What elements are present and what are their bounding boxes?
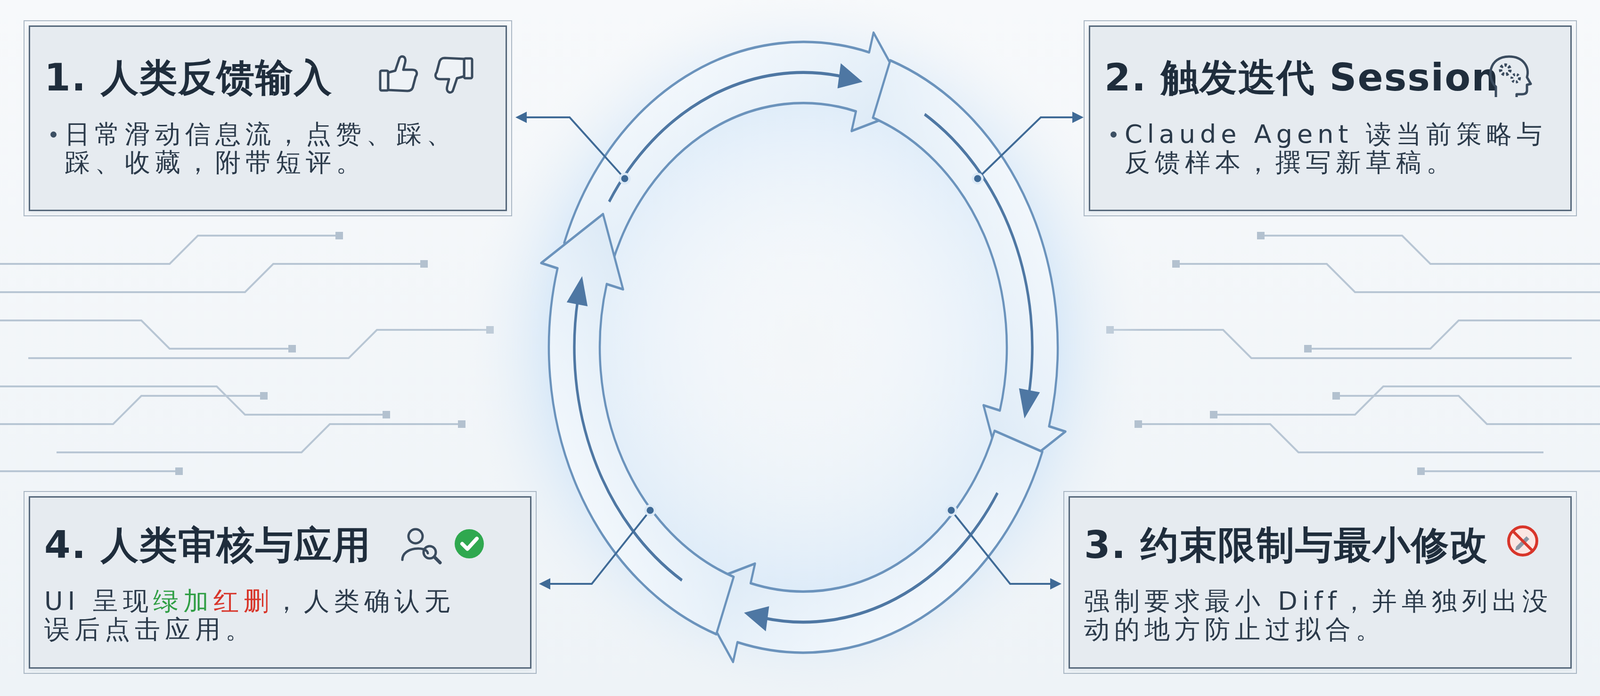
step-box: 3. 约束限制与最小修改强制要求最小 Diff，并单独列出没动的地方防止过拟合。 — [1068, 496, 1572, 669]
head-outline — [1490, 56, 1531, 98]
leader-dot — [972, 173, 983, 184]
highlight-text: 绿加 — [153, 586, 214, 616]
no-slash — [1512, 530, 1533, 551]
thumb-cuff — [464, 58, 473, 79]
circuit-trace — [1260, 235, 1600, 264]
step-box: 1. 人类反馈输入日常滑动信息流，点赞、踩、踩、收藏，附带短评。 — [28, 25, 507, 212]
circuit-trace — [0, 386, 387, 415]
ring-arrow — [564, 32, 915, 264]
step-title: 4. 人类审核与应用 — [44, 523, 372, 567]
reviewer-icon — [402, 529, 441, 563]
highlight-text: 红删 — [213, 586, 274, 616]
brain-gear-icon — [1490, 56, 1531, 98]
step-description: 强制要求最小 Diff，并单独列出没动的地方防止过拟合。 — [1084, 587, 1560, 644]
bullet-dot — [50, 131, 57, 138]
leader-dots — [620, 173, 983, 515]
step-title: 1. 人类反馈输入 — [44, 56, 333, 99]
ring-arrow — [541, 213, 735, 635]
person-head — [408, 529, 423, 544]
inner-arrow — [743, 492, 998, 632]
magnifier-handle — [434, 556, 441, 563]
gear — [1511, 74, 1520, 82]
check-circle — [454, 529, 484, 559]
circuit-trace — [0, 320, 293, 349]
check-icon — [454, 529, 484, 559]
thumbs-down-icon — [435, 57, 473, 93]
step-title: 3. 约束限制与最小修改 — [1084, 523, 1489, 567]
circuit-trace — [56, 424, 462, 453]
leader-line — [977, 117, 1082, 179]
circuit-trace — [1213, 386, 1600, 415]
thumb-hand — [388, 56, 417, 91]
circuit-trace — [0, 395, 264, 425]
circuit-trace — [1336, 395, 1600, 425]
thumbs-up-icon — [380, 56, 417, 91]
inner-arrow — [924, 114, 1040, 419]
person-shoulders — [402, 548, 428, 560]
circuit-trace — [0, 470, 180, 473]
ring-glow — [464, 0, 1143, 696]
inner-arrow — [566, 276, 683, 581]
circuit-trace — [1420, 470, 1600, 473]
thumb-hand — [435, 57, 465, 93]
text-run: UI 呈现 — [44, 586, 154, 616]
pencil — [1515, 536, 1530, 551]
step-box: 2. 触发迭代 SessionClaude Agent 读当前策略与反馈样本，撰… — [1088, 25, 1572, 212]
thumb-cuff — [380, 70, 389, 91]
ring-arrow — [692, 430, 1043, 662]
circuit-trace — [28, 329, 490, 359]
magnifier-lens — [423, 546, 436, 559]
leader-lines — [517, 117, 1082, 584]
ring-arrow — [873, 60, 1066, 481]
step-description: UI 呈现绿加红删，人类确认无误后点击应用。 — [44, 587, 483, 644]
circuit-trace — [0, 263, 425, 293]
step-description: Claude Agent 读当前策略与反馈样本，撰写新草稿。 — [1124, 120, 1573, 177]
circuit-trace — [1138, 424, 1544, 453]
inner-arrow — [609, 63, 863, 202]
leader-line — [540, 510, 651, 584]
leader-line — [517, 117, 625, 179]
circuit-trace — [1175, 263, 1600, 293]
step-title: 2. 触发迭代 Session — [1104, 56, 1500, 99]
step-description: 日常滑动信息流，点赞、踩、踩、收藏，附带短评。 — [64, 120, 475, 177]
bullet-dot — [1110, 131, 1117, 138]
leader-dot — [645, 505, 655, 515]
circuit-trace — [1307, 320, 1600, 349]
cycle-ring — [541, 32, 1066, 662]
step-box: 4. 人类审核与应用 UI 呈现绿加红删，人类确认无误后点击应用。 — [28, 496, 532, 669]
gear — [1500, 65, 1511, 75]
circuit-trace — [0, 235, 340, 264]
circuit-trace — [1110, 329, 1572, 359]
no-edit-icon — [1508, 526, 1537, 556]
leader-line — [951, 510, 1060, 584]
no-circle — [1508, 526, 1537, 556]
leader-dot — [620, 173, 630, 184]
leader-dot — [946, 505, 956, 515]
check-mark — [462, 538, 477, 549]
